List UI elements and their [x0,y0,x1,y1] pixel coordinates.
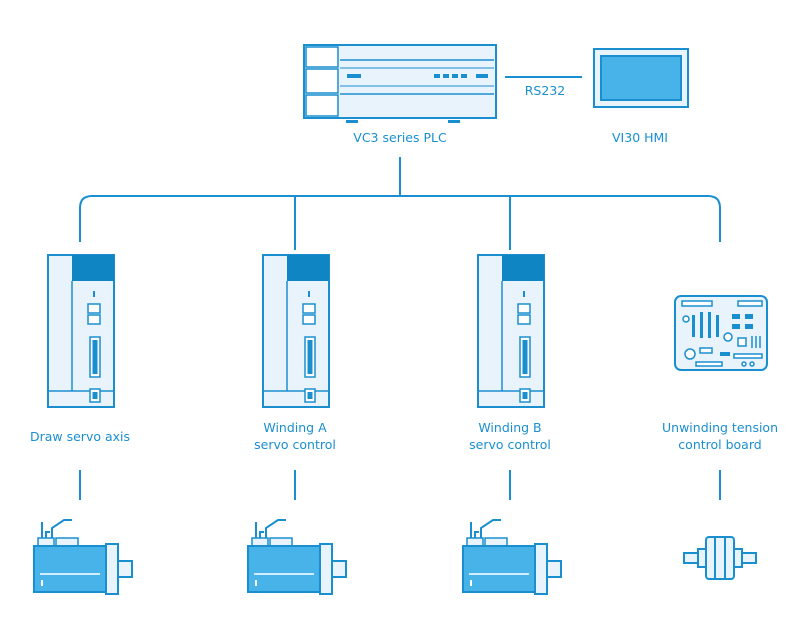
tension-control-board [674,295,768,371]
hmi-label: VI30 HMI [612,130,668,145]
plc-unit [303,44,497,123]
winding-a-servo-motor [247,519,347,595]
connection-lines [79,76,721,500]
drive-label-line1: Winding B [478,420,542,435]
board-label: Unwinding tension control board [640,419,800,453]
draw-servo-motor [33,519,133,595]
plc-label: VC3 series PLC [353,130,447,145]
board-label-line2: control board [678,437,762,452]
board-label-line1: Unwinding tension [662,420,778,435]
rs232-label: RS232 [524,83,566,98]
hmi-unit [593,48,689,108]
winding-b-servo-motor [462,519,562,595]
drive-label-line2: servo control [469,437,551,452]
tension-sensor [683,536,757,580]
drive-label-winding-a: Winding A servo control [215,419,375,453]
winding-a-servo-drive [262,254,330,408]
draw-servo-drive [47,254,115,408]
drive-label-line1: Draw servo axis [29,429,131,444]
winding-b-servo-drive [477,254,545,408]
drive-label-winding-b: Winding B servo control [430,419,590,453]
drive-label-draw: Draw servo axis [0,428,160,445]
drive-label-line1: Winding A [263,420,327,435]
drive-label-line2: servo control [254,437,336,452]
